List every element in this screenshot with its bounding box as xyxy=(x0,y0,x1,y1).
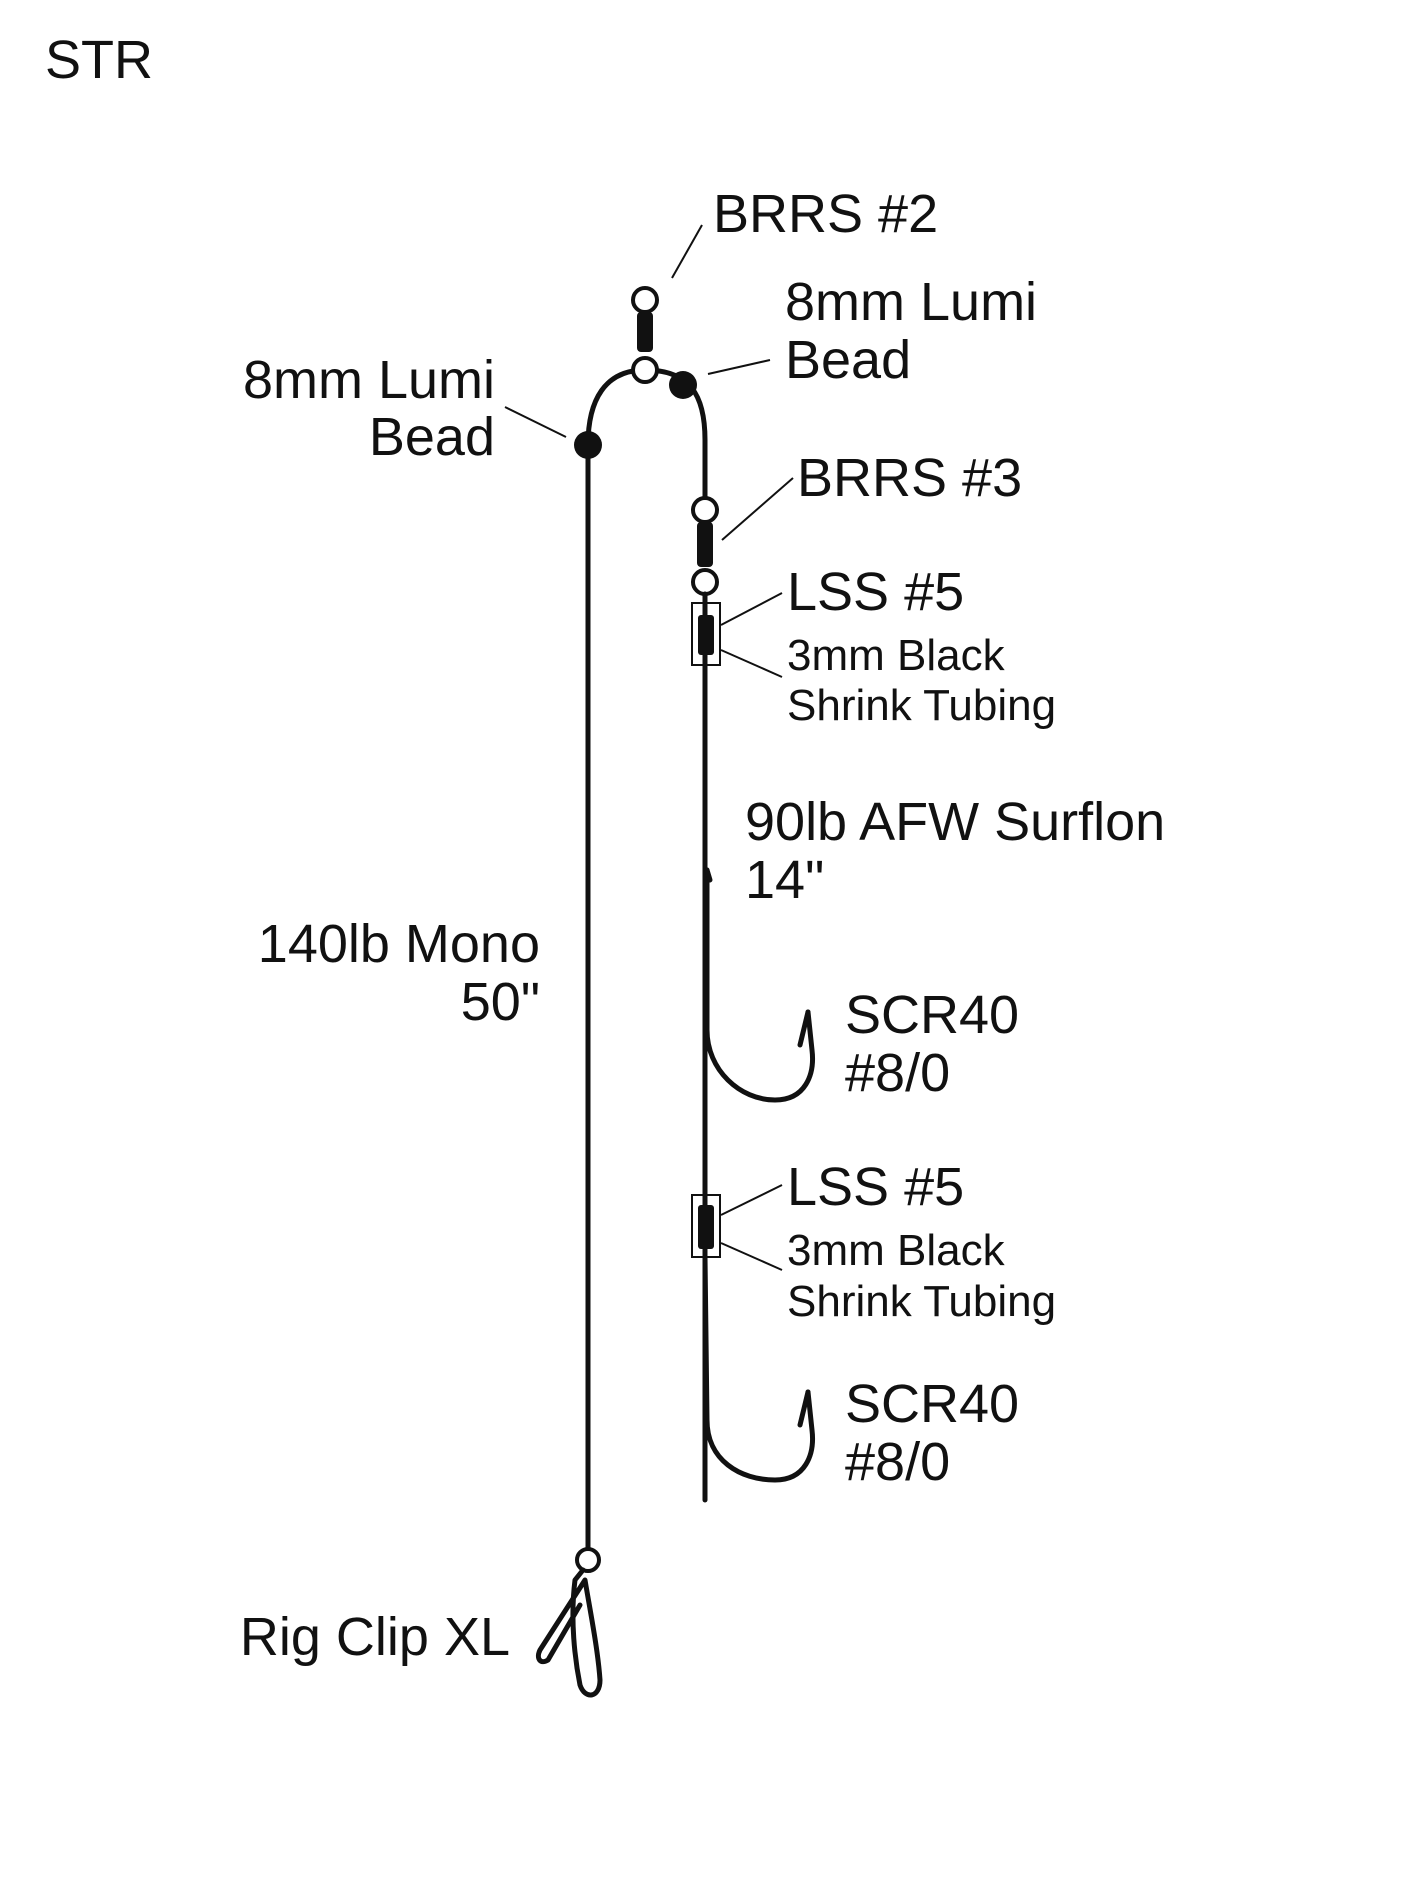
label-lss-5-upper: LSS #5 xyxy=(787,562,964,622)
leader-lumi-left xyxy=(504,406,567,438)
shrink-tubing-upper xyxy=(691,602,721,666)
hook-upper xyxy=(704,867,816,1103)
hook-lower-barb xyxy=(797,1389,811,1428)
hook-upper-barb xyxy=(797,1009,811,1048)
label-lumi-bead-left-line1: 8mm Lumi xyxy=(243,350,495,410)
rig-clip xyxy=(535,1567,603,1698)
label-surflon-line2: 14" xyxy=(745,850,824,910)
lumi-bead-left xyxy=(574,431,602,459)
label-hook-upper-line2: #8/0 xyxy=(845,1043,950,1103)
label-surflon-line1: 90lb AFW Surflon xyxy=(745,792,1165,852)
label-lumi-bead-left-line2: Bead xyxy=(369,407,495,467)
label-lss-5-lower: LSS #5 xyxy=(787,1157,964,1217)
leader-shrink-upper xyxy=(720,649,783,678)
diagram-title: STR xyxy=(45,30,153,90)
label-mono-line2: 50" xyxy=(461,972,540,1032)
hook-upper-eye xyxy=(704,867,713,883)
brrs-3-barrel xyxy=(697,522,713,567)
label-shrink-upper-line2: Shrink Tubing xyxy=(787,681,1056,730)
label-hook-upper-line1: SCR40 xyxy=(845,985,1019,1045)
rig-clip-eye xyxy=(575,1547,601,1573)
label-rig-clip: Rig Clip XL xyxy=(240,1607,510,1667)
label-shrink-lower-line2: Shrink Tubing xyxy=(787,1277,1056,1326)
brrs-2-barrel xyxy=(637,312,653,352)
leader-lumi-right xyxy=(707,359,771,375)
label-brrs-3: BRRS #3 xyxy=(797,448,1022,508)
lumi-bead-right xyxy=(669,371,697,399)
lss-5-upper xyxy=(698,615,714,655)
label-shrink-lower-line1: 3mm Black xyxy=(787,1226,1006,1275)
leader-shrink-lower xyxy=(720,1242,783,1271)
label-lumi-bead-right-line2: Bead xyxy=(785,330,911,390)
label-shrink-upper-line1: 3mm Black xyxy=(787,631,1006,680)
label-mono-line1: 140lb Mono xyxy=(258,914,540,974)
brrs-3-bottom-ring xyxy=(691,568,719,596)
brrs-3-top-ring xyxy=(691,496,719,524)
mono-line xyxy=(585,367,648,1563)
hook-lower xyxy=(702,1254,816,1483)
leader-lss-upper xyxy=(720,592,783,626)
label-lumi-bead-right-line1: 8mm Lumi xyxy=(785,272,1037,332)
brrs-2-bottom-ring xyxy=(631,356,659,384)
leader-brrs-3 xyxy=(721,477,794,541)
label-hook-lower-line1: SCR40 xyxy=(845,1374,1019,1434)
leader-brrs-2 xyxy=(671,224,703,279)
lss-5-lower xyxy=(698,1205,714,1249)
leader-lss-lower xyxy=(720,1184,783,1216)
brrs-2-top-ring xyxy=(631,286,659,314)
label-brrs-2: BRRS #2 xyxy=(713,184,938,244)
label-hook-lower-line2: #8/0 xyxy=(845,1432,950,1492)
